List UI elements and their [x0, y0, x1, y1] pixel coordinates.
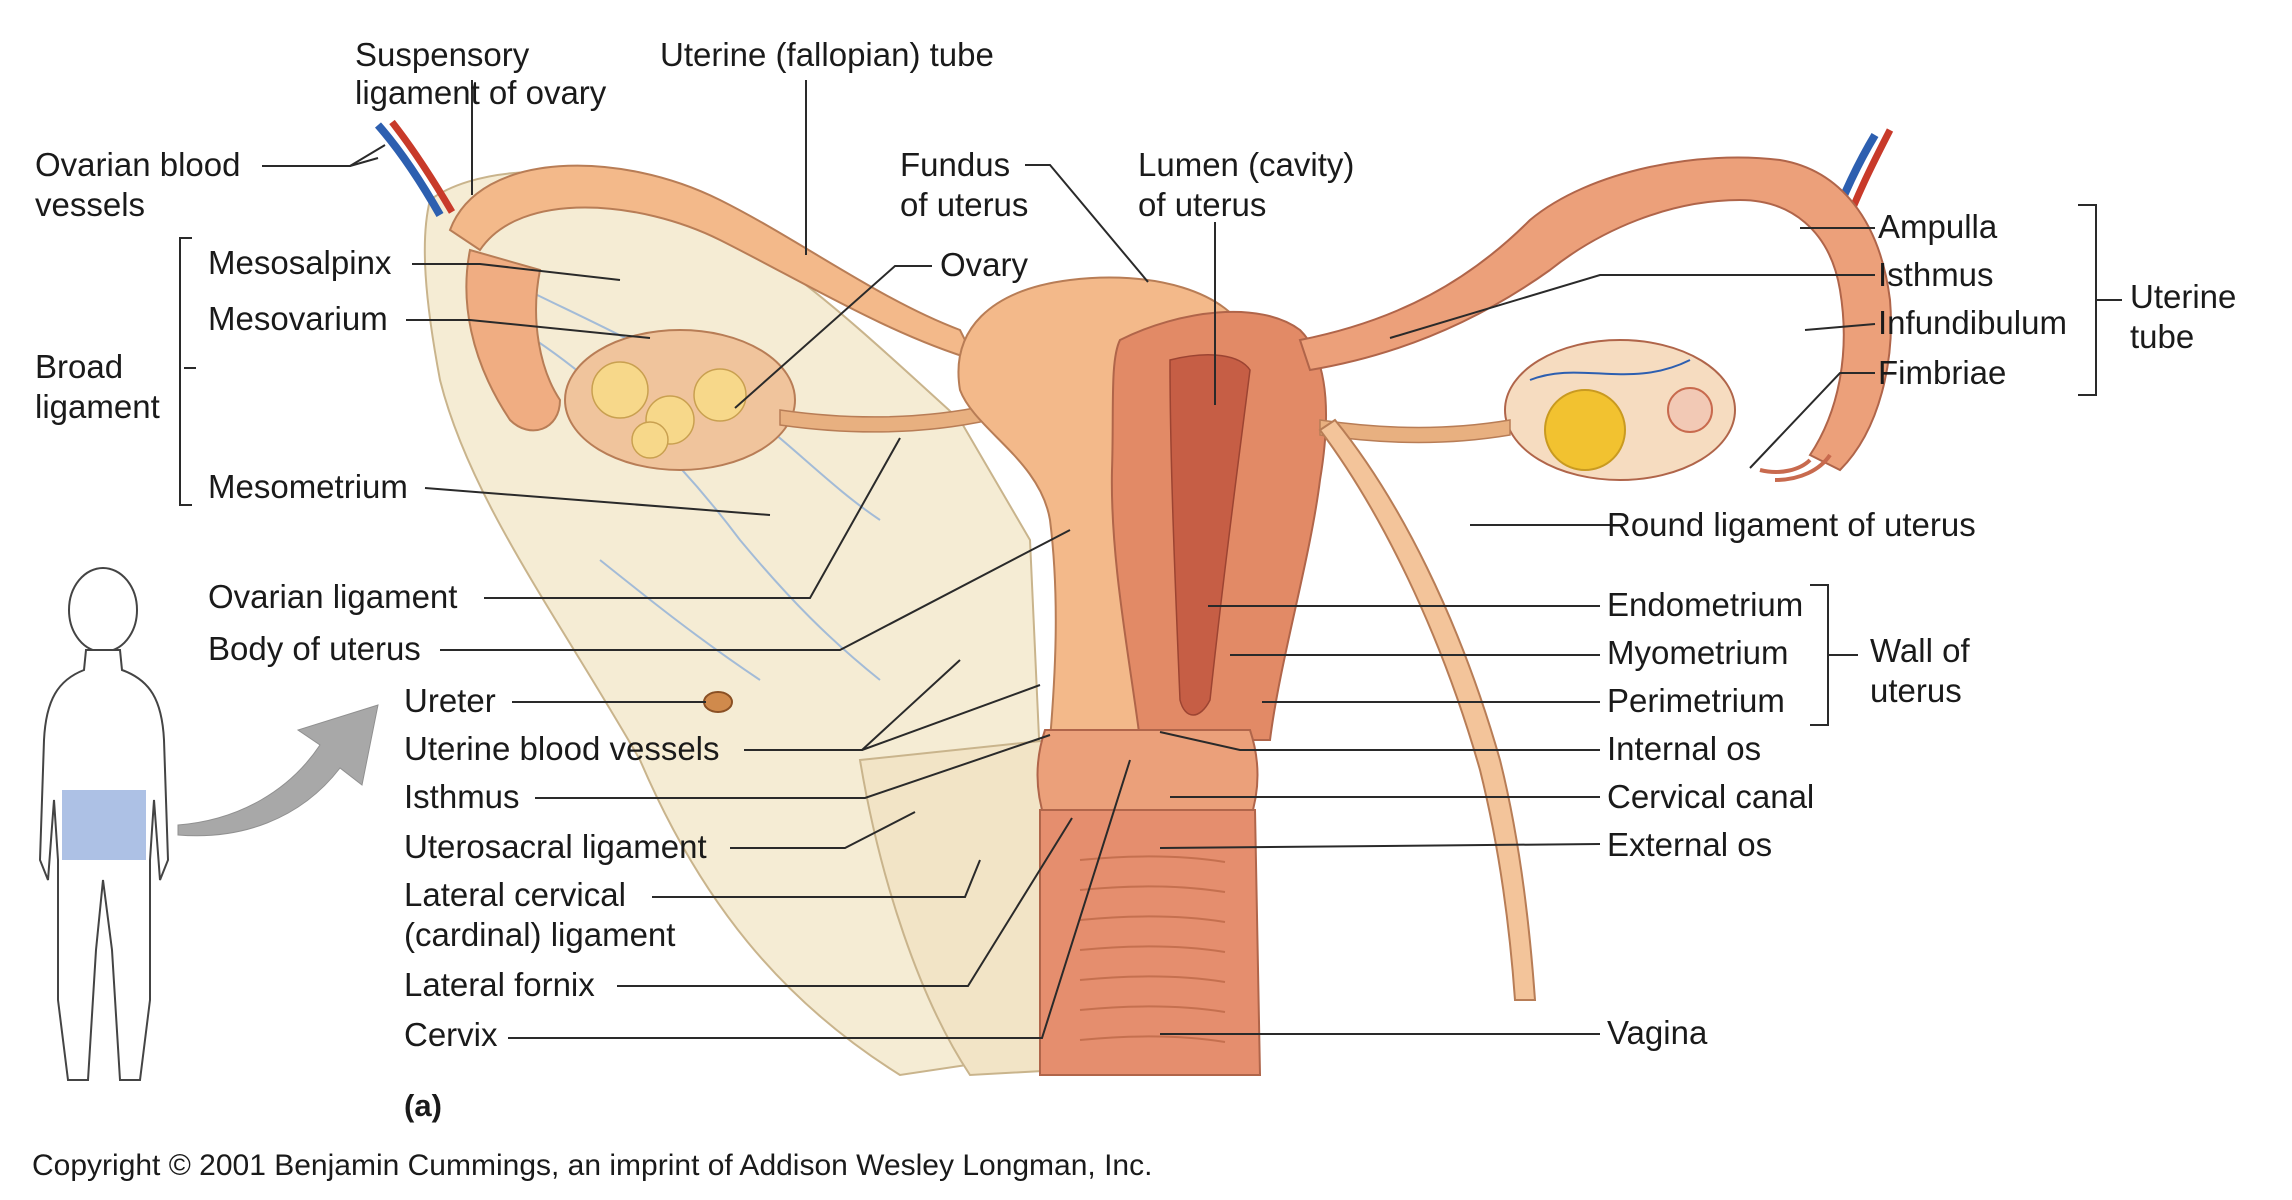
round-ligament	[1318, 418, 1537, 1001]
label-wall-l2: uterus	[1870, 672, 1962, 709]
label-ovary: Ovary	[940, 246, 1029, 283]
label-lateral-cervical-l1: Lateral cervical	[404, 876, 626, 913]
label-myometrium: Myometrium	[1607, 634, 1789, 671]
label-fundus-l1: Fundus	[900, 146, 1010, 183]
leader-lines	[179, 80, 2122, 1039]
label-suspensory-l2: ligament of ovary	[355, 74, 607, 111]
label-uterine-tube-l2: tube	[2130, 318, 2194, 355]
label-ovarian-ligament: Ovarian ligament	[208, 578, 457, 615]
ureter	[703, 691, 733, 713]
left-fallopian-tube	[448, 164, 977, 362]
label-fimbriae: Fimbriae	[1878, 354, 2006, 391]
label-lateral-fornix: Lateral fornix	[404, 966, 595, 1003]
label-uterine-blood-vessels: Uterine blood vessels	[404, 730, 720, 767]
left-fimbriae	[465, 248, 562, 432]
left-ovarian-vessels-red	[389, 119, 456, 214]
label-cervical-canal: Cervical canal	[1607, 778, 1814, 815]
cervix-shape	[1036, 729, 1259, 821]
label-mesosalpinx: Mesosalpinx	[208, 244, 392, 281]
left-ovarian-vessels-blue	[374, 122, 444, 217]
label-broad-l1: Broad	[35, 348, 123, 385]
label-round-ligament: Round ligament of uterus	[1607, 506, 1976, 543]
anatomy-illustration	[374, 119, 1894, 1077]
label-perimetrium: Perimetrium	[1607, 682, 1785, 719]
label-external-os: External os	[1607, 826, 1772, 863]
silhouette-head	[68, 567, 138, 653]
silhouette-body	[38, 649, 170, 1081]
label-uterosacral: Uterosacral ligament	[404, 828, 707, 865]
vaginal-rugae	[1079, 855, 1226, 1043]
label-endometrium: Endometrium	[1607, 586, 1803, 623]
pointer-arrow	[177, 704, 379, 837]
right-ovary-corpus	[1544, 389, 1626, 471]
label-ureter: Ureter	[404, 682, 496, 719]
label-internal-os: Internal os	[1607, 730, 1761, 767]
body-silhouette-inset	[38, 567, 170, 1081]
labels: Suspensory ligament of ovary Uterine (fa…	[32, 36, 2236, 1182]
uterine-lumen	[1169, 354, 1251, 716]
label-lateral-cervical-l2: (cardinal) ligament	[404, 916, 675, 953]
label-uterine-tube-l1: Uterine	[2130, 278, 2236, 315]
label-uterine-fallopian-tube: Uterine (fallopian) tube	[660, 36, 994, 73]
right-ovary-vessels	[1529, 359, 1691, 381]
label-cervix: Cervix	[404, 1016, 498, 1053]
label-isthmus-left: Isthmus	[404, 778, 520, 815]
label-ovarian-vessels-l2: vessels	[35, 186, 145, 223]
right-fimbriae	[1759, 453, 1832, 482]
label-broad-l2: ligament	[35, 388, 160, 425]
silhouette-pelvis-highlight	[62, 790, 146, 860]
label-lumen-l2: of uterus	[1138, 186, 1266, 223]
right-fallopian-tube	[1298, 156, 1892, 472]
right-ovarian-ligament	[1319, 419, 1511, 444]
label-fundus-l2: of uterus	[900, 186, 1028, 223]
label-lumen-l1: Lumen (cavity)	[1138, 146, 1354, 183]
label-isthmus-right: Isthmus	[1878, 256, 1994, 293]
copyright-text: Copyright © 2001 Benjamin Cummings, an i…	[32, 1149, 1152, 1182]
left-ovary-follicles	[591, 361, 747, 459]
lateral-cervical-ligament	[858, 738, 1062, 1077]
label-mesometrium: Mesometrium	[208, 468, 408, 505]
right-ovary-follicle	[1667, 387, 1713, 433]
label-ampulla: Ampulla	[1878, 208, 1998, 245]
label-infundibulum: Infundibulum	[1878, 304, 2067, 341]
label-suspensory-l1: Suspensory	[355, 36, 530, 73]
label-ovarian-vessels-l1: Ovarian blood	[35, 146, 240, 183]
panel-label: (a)	[404, 1088, 442, 1123]
label-wall-l1: Wall of	[1870, 632, 1970, 669]
label-mesovarium: Mesovarium	[208, 300, 388, 337]
label-vagina: Vagina	[1607, 1014, 1708, 1051]
label-body-of-uterus: Body of uterus	[208, 630, 421, 667]
